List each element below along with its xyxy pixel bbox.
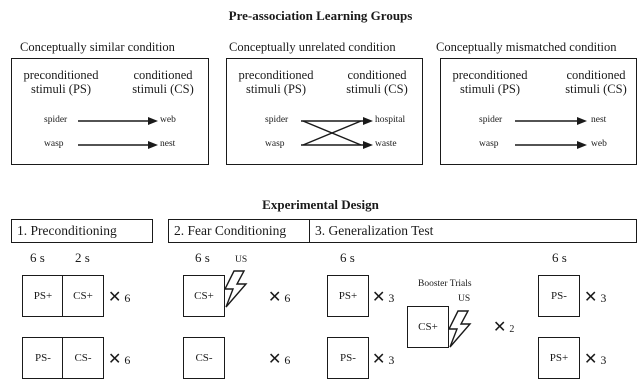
cs-word: nest	[160, 139, 176, 149]
repeat-count: ✕ 3	[584, 289, 607, 306]
cs-word: waste	[375, 139, 397, 149]
us-label: US	[235, 255, 248, 265]
repeat-count: ✕ 2	[493, 319, 515, 336]
phase-preconditioning: 1. Preconditioning	[11, 219, 153, 243]
design-title: Experimental Design	[262, 197, 379, 212]
association-arrows	[515, 117, 587, 149]
association-arrows	[78, 117, 158, 149]
duration-ps: 6 s	[30, 250, 45, 265]
trial-box: PS+	[538, 337, 580, 379]
repeat-count: ✕ 3	[372, 351, 395, 368]
duration-ps: 6 s	[552, 250, 567, 265]
cs-header: conditioned stimuli (CS)	[346, 68, 408, 96]
trial-box: CS+	[62, 275, 104, 317]
repeat-count: ✕ 6	[108, 351, 131, 368]
panel-unrelated: preconditioned stimuli (PS) conditioned …	[226, 58, 423, 165]
ps-word: spider	[44, 115, 68, 125]
trial-box: CS-	[183, 337, 225, 379]
cs-word: web	[591, 139, 607, 149]
ps-header: preconditioned stimuli (PS)	[238, 68, 314, 96]
panel-mismatched: preconditioned stimuli (PS) conditioned …	[440, 58, 637, 165]
condition-label-mismatched: Conceptually mismatched condition	[436, 40, 617, 54]
repeat-count: ✕ 3	[372, 289, 395, 306]
cs-header: conditioned stimuli (CS)	[132, 68, 194, 96]
ps-word: wasp	[44, 139, 64, 149]
phase-label: 1. Preconditioning	[17, 223, 117, 238]
trial-box: CS-	[62, 337, 104, 379]
cs-word: hospital	[375, 115, 406, 125]
association-arrows	[301, 117, 373, 149]
trial-box: CS+	[407, 306, 449, 348]
ps-word: wasp	[265, 139, 285, 149]
phase-generalization-test: 3. Generalization Test	[309, 219, 637, 243]
ps-word: spider	[265, 115, 289, 125]
duration-cs: 2 s	[75, 250, 90, 265]
us-label: US	[458, 294, 471, 304]
trial-box: PS+	[327, 275, 369, 317]
shock-icon	[447, 310, 472, 348]
trial-box: PS-	[22, 337, 64, 379]
trial-box: PS-	[327, 337, 369, 379]
cs-header: conditioned stimuli (CS)	[565, 68, 627, 96]
phase-label: 2. Fear Conditioning	[174, 223, 287, 238]
shock-icon	[223, 270, 248, 308]
repeat-count: ✕ 3	[584, 351, 607, 368]
cs-word: nest	[591, 115, 607, 125]
phase-label: 3. Generalization Test	[315, 223, 434, 238]
ps-header: preconditioned stimuli (PS)	[23, 68, 99, 96]
repeat-count: ✕ 6	[108, 289, 131, 306]
cs-word: web	[160, 115, 176, 125]
condition-label-unrelated: Conceptually unrelated condition	[229, 40, 396, 54]
trial-box: CS+	[183, 275, 225, 317]
condition-label-similar: Conceptually similar condition	[20, 40, 175, 54]
duration-cs: 6 s	[195, 250, 210, 265]
panel-similar: preconditioned stimuli (PS) conditioned …	[11, 58, 209, 165]
duration-ps: 6 s	[340, 250, 355, 265]
trial-box: PS+	[22, 275, 64, 317]
ps-word: spider	[479, 115, 503, 125]
ps-word: wasp	[479, 139, 499, 149]
repeat-count: ✕ 6	[268, 289, 291, 306]
repeat-count: ✕ 6	[268, 351, 291, 368]
trial-box: PS-	[538, 275, 580, 317]
ps-header: preconditioned stimuli (PS)	[452, 68, 528, 96]
phase-fear-conditioning: 2. Fear Conditioning	[168, 219, 310, 243]
booster-label: Booster Trials	[418, 279, 472, 289]
top-title: Pre-association Learning Groups	[228, 8, 413, 23]
